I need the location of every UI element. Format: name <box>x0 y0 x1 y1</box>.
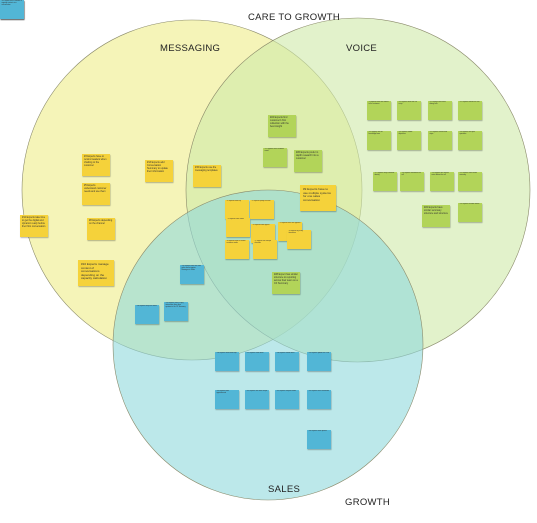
sticky-note[interactable]: #10 Experts follow the call script <box>397 101 421 120</box>
sticky-note[interactable]: #28 Expert has similar structure to repo… <box>272 272 300 294</box>
sticky-note[interactable]: #9 Experts tailor their advice to the cu… <box>367 101 391 120</box>
sticky-note[interactable]: #24 Experts find customer's first collec… <box>268 115 296 137</box>
sticky-note[interactable]: #42 Experts compare offers <box>275 390 299 409</box>
sticky-note[interactable]: #18 Experts summarise the call <box>400 172 424 191</box>
sticky-note[interactable]: #44 Experts share quotes <box>307 430 331 449</box>
sticky-note[interactable]: #15 Experts use the messaging templates <box>193 165 221 187</box>
sticky-note[interactable]: #40 Experts book appointments <box>215 390 239 409</box>
sticky-note[interactable]: #27 Experts track customer mood <box>263 148 287 167</box>
sticky-note[interactable]: #23 Experts escalate issues <box>458 203 482 222</box>
sticky-note[interactable]: #16 Experts ask open questions <box>458 131 482 150</box>
sticky-note[interactable]: #4 Experts build rapport <box>251 224 275 243</box>
sticky-note[interactable]: #6 Experts need to confirm customer need… <box>225 240 249 259</box>
sticky-note[interactable]: #47 Expert runs 5 minutes of ongoing con… <box>0 0 24 19</box>
sticky-note[interactable]: #38 Experts review offers <box>275 352 299 371</box>
messaging-label: MESSAGING <box>160 43 221 54</box>
sales-label: SALES <box>268 484 301 495</box>
sticky-note[interactable]: #5 Experts understand customer needs and… <box>82 183 110 205</box>
sticky-note[interactable]: #13 Experts add Conversation Summary to … <box>145 160 173 182</box>
sticky-note[interactable]: #8 Experts log every interaction <box>287 230 311 249</box>
sticky-note[interactable]: #37 Experts close deals <box>245 352 269 371</box>
sticky-note[interactable]: #39 Experts update the CRM <box>307 352 331 371</box>
sticky-note[interactable]: #22 Experts have similar summary structu… <box>422 205 450 227</box>
sticky-note[interactable]: #8 Experts depending on the channel <box>87 218 115 240</box>
sticky-note[interactable]: #12 Experts take time to get the digital… <box>20 215 48 237</box>
sticky-note[interactable]: #17 Experts verify customer identity <box>373 172 397 191</box>
sticky-note[interactable]: #11 Experts take notes during calls <box>428 101 452 120</box>
sticky-note[interactable]: #34 Experts keep their notes <box>135 305 159 324</box>
voice-label: VOICE <box>346 43 378 54</box>
sticky-note[interactable]: #43 Experts track conversion <box>307 390 331 409</box>
sticky-note[interactable]: #41 Experts use sales scripts <box>245 390 269 409</box>
sticky-note[interactable]: #3 Experts share offers <box>226 218 250 237</box>
sticky-note[interactable]: #14 Experts handle objections <box>397 131 421 150</box>
sticky-note[interactable]: #20 Experts take mental notes before the… <box>430 172 454 191</box>
sticky-note[interactable]: #12 Experts transfer the call <box>458 101 482 120</box>
sticky-note[interactable]: #15 Experts confirm next steps <box>428 131 452 150</box>
sticky-note[interactable]: #36 Experts send follow-ups <box>215 352 239 371</box>
sticky-note[interactable]: #26 Experts prefer in depth research int… <box>294 150 322 172</box>
sticky-note[interactable]: #1 Experts follow up <box>225 200 249 219</box>
top-title: CARE TO GROWTH <box>248 12 340 23</box>
sticky-note[interactable]: #9 Experts have to use multiple systems … <box>300 185 336 211</box>
sticky-note[interactable]: #35 Experts have to copy information fro… <box>164 302 188 321</box>
sticky-note[interactable]: #33 Experts learn their own sales and re… <box>180 265 204 284</box>
sticky-note[interactable]: #7 Experts use multiple channels <box>253 240 277 259</box>
sticky-note[interactable]: #2 Experts qualify the lead <box>250 200 274 219</box>
sticky-note[interactable]: #21 Experts have similar summary <box>458 172 482 191</box>
sticky-note[interactable]: #13 Experts use the knowledge base <box>367 131 391 150</box>
sticky-note[interactable]: #10 Experts manage context of conversati… <box>78 260 114 286</box>
sticky-note[interactable]: #3 Experts have to remind readers when c… <box>82 154 110 176</box>
bottom-title: GROWTH <box>345 497 391 508</box>
